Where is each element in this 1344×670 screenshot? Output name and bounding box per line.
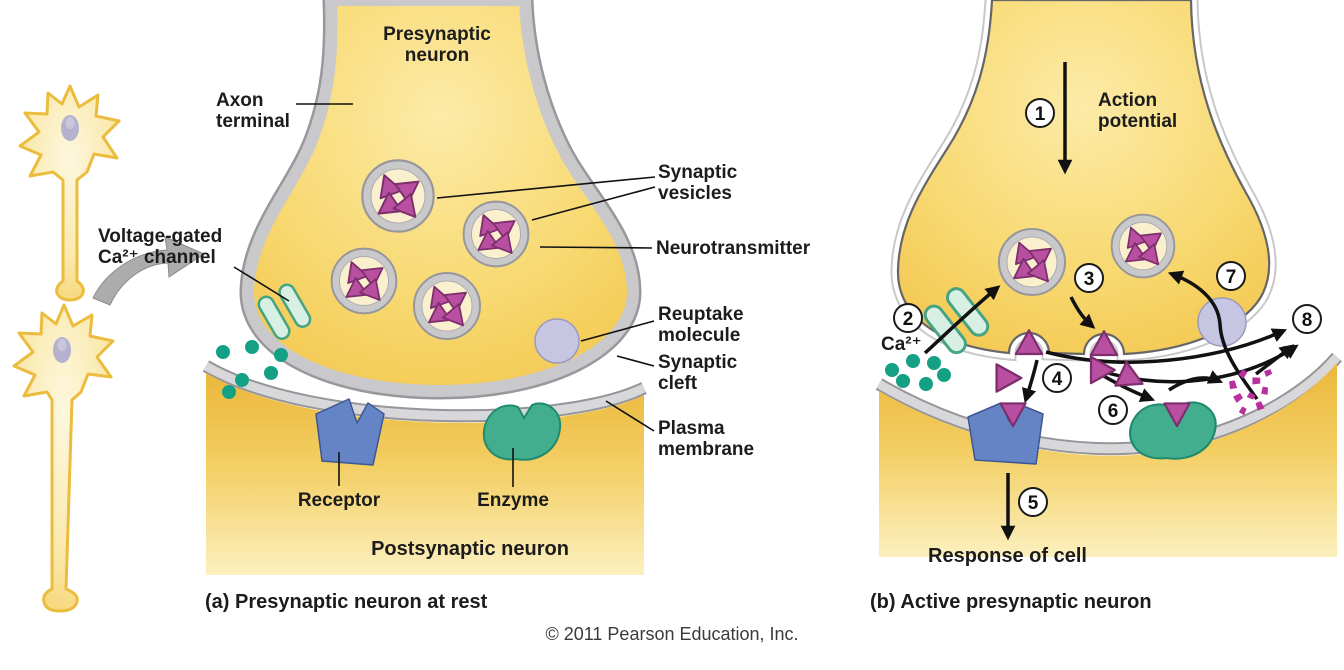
reuptake-arrow — [1167, 270, 1259, 401]
panel-a-callout-lines — [233, 103, 656, 487]
caption-b-text: Active presynaptic neuron — [900, 591, 1152, 613]
caption-panel-b: (b) Active presynaptic neuron — [870, 591, 1152, 614]
synaptic-vesicle — [332, 249, 397, 314]
label-voltage-gated-channel: Voltage-gated Ca²⁺ channel — [98, 226, 223, 269]
step-circle-5: 5 — [1018, 487, 1048, 517]
caption-panel-a: (a) Presynaptic neuron at rest — [205, 591, 487, 614]
reuptake-molecule-a — [534, 318, 580, 364]
caption-b-marker: (b) — [870, 591, 896, 613]
terminal-b-body — [896, 0, 1271, 356]
reuptake-molecule-b — [1197, 297, 1247, 347]
synaptic-vesicle — [999, 229, 1065, 295]
calcium-entry-arrow — [923, 285, 1001, 355]
postsynaptic-cell-b — [879, 363, 1337, 557]
degradation-arrow — [1168, 370, 1224, 392]
label-receptor: Receptor — [297, 490, 381, 511]
receptor-a — [315, 398, 385, 466]
vesicle-fusion-arrow — [1069, 296, 1096, 329]
label-synaptic-cleft: Synaptic cleft — [658, 352, 738, 395]
overview-neuron-2 — [12, 303, 115, 613]
label-presynaptic-neuron: Presynaptic neuron — [383, 24, 491, 67]
nucleus-highlight — [57, 339, 67, 351]
label-calcium-ion: Ca²⁺ — [881, 334, 922, 355]
label-plasma-membrane: Plasma membrane — [658, 418, 755, 461]
overview-neuron-1 — [18, 84, 121, 302]
nucleus-highlight — [65, 117, 75, 129]
label-enzyme: Enzyme — [477, 490, 549, 511]
label-response-of-cell: Response of cell — [928, 545, 1087, 567]
step-circle-4: 4 — [1042, 363, 1072, 393]
panel-b-calcium-ions — [885, 354, 951, 391]
synaptic-vesicle — [1112, 215, 1175, 278]
caption-a-text: Presynaptic neuron at rest — [235, 591, 488, 613]
step-circle-1: 1 — [1025, 98, 1055, 128]
step-circle-2: 2 — [893, 303, 923, 333]
synaptic-vesicle — [414, 273, 480, 339]
step-circle-7: 7 — [1216, 261, 1246, 291]
panel-b-axon-terminal — [890, 0, 1277, 362]
release-to-receptor-arrow — [1022, 359, 1039, 404]
diffuse-away-arrow-1 — [1045, 328, 1288, 364]
step-circle-8: 8 — [1292, 304, 1322, 334]
label-reuptake-molecule: Reuptake molecule — [658, 304, 744, 347]
label-action-potential: Action potential — [1098, 90, 1178, 133]
plasma-membrane-a — [203, 362, 646, 421]
synaptic-vesicle — [464, 202, 529, 267]
step-circle-3: 3 — [1074, 263, 1104, 293]
panel-b-postsynaptic-neuron — [875, 352, 1342, 557]
copyright-notice: © 2011 Pearson Education, Inc. — [545, 624, 799, 644]
zoom-arrow — [92, 236, 206, 306]
label-postsynaptic-neuron: Postsynaptic neuron — [371, 538, 569, 560]
panel-b-process-arrows — [923, 62, 1299, 541]
caption-a-marker: (a) — [205, 591, 230, 613]
panel-a-calcium-ions — [216, 340, 288, 399]
label-axon-terminal: Axon terminal — [216, 90, 290, 133]
label-synaptic-vesicles: Synaptic vesicles — [658, 162, 738, 205]
neuron-chain-overview — [12, 84, 121, 613]
fragments-away-arrow — [1254, 344, 1295, 376]
step-circle-6: 6 — [1098, 395, 1128, 425]
label-neurotransmitter: Neurotransmitter — [656, 238, 811, 259]
synaptic-vesicle — [362, 160, 433, 231]
